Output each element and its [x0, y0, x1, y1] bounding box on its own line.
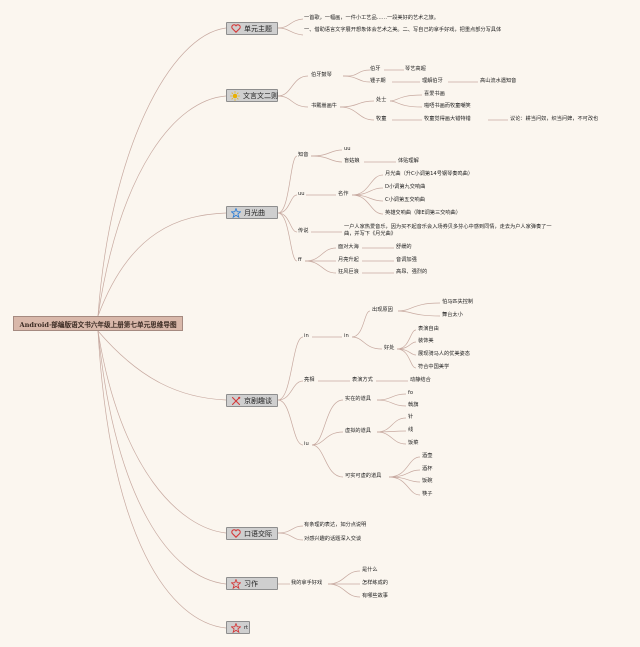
- heart-icon: [230, 529, 241, 539]
- topic-classical-texts[interactable]: 文言文二则: [226, 89, 278, 102]
- node-chuanshuo-text[interactable]: 一户人家热爱音乐，因为买不起音乐会入场券贝多芬心中感到同情，走去为户人家弹奏了一…: [344, 224, 552, 237]
- node-in[interactable]: in: [304, 333, 309, 339]
- node-kx4[interactable]: 筷子: [422, 491, 433, 497]
- topic-peking-opera[interactable]: 京剧趣谈: [226, 394, 278, 407]
- node-kexu[interactable]: 可实可虚的道具: [345, 473, 382, 479]
- node-zhiyin-a[interactable]: uu: [344, 146, 351, 152]
- node-mq2[interactable]: D小调第九交响曲: [385, 184, 426, 190]
- node-xn3[interactable]: 饭菜: [408, 440, 419, 446]
- topic-moonlight-sonata[interactable]: 月光曲: [226, 206, 278, 219]
- node-zhiyin-b[interactable]: 盲姑娘: [344, 158, 360, 164]
- node-zhiyin-b1[interactable]: 体贴理解: [398, 158, 419, 164]
- node-w3[interactable]: 有哪些故事: [362, 593, 388, 599]
- topic-label: 口语交际: [244, 529, 272, 538]
- node-w2[interactable]: 怎样练成的: [362, 580, 388, 586]
- topic-label: 京剧趣谈: [244, 396, 272, 405]
- node-chuanshuo[interactable]: 传说: [298, 228, 309, 234]
- node-uu[interactable]: uu: [298, 191, 305, 197]
- node-ff3[interactable]: 狂风巨浪: [338, 269, 359, 275]
- node-shu-c2[interactable]: 牧童: [376, 116, 387, 122]
- node-cx1[interactable]: 怕马匹失控制: [442, 299, 474, 305]
- node-shu[interactable]: 书戴嵩画牛: [311, 103, 337, 109]
- topic-label: 习作: [244, 579, 258, 588]
- star-icon: [230, 622, 241, 633]
- node-xn2[interactable]: 线: [408, 427, 414, 433]
- sun-icon: [230, 90, 240, 101]
- heart-icon: [230, 24, 241, 34]
- node-shu-c1a[interactable]: 喜爱书画: [424, 91, 445, 97]
- topic-label: rt: [244, 624, 249, 631]
- node-boya[interactable]: 伯牙鼓琴: [311, 72, 332, 78]
- topic-writing[interactable]: 习作: [226, 577, 278, 590]
- node-w1[interactable]: 是什么: [362, 567, 378, 573]
- node-mq1[interactable]: 月光曲（升C小调第14号钢琴奏鸣曲）: [385, 171, 474, 177]
- node-zhiyin[interactable]: 知音: [298, 152, 309, 158]
- node-ff2[interactable]: 月亮升起: [338, 257, 359, 263]
- node-liangxiang[interactable]: 亮相: [304, 377, 315, 383]
- topic-label: 文言文二则: [243, 91, 278, 100]
- node-mq4[interactable]: 英雄交响曲（降E调第三交响曲）: [385, 210, 461, 216]
- node-kx3[interactable]: 饭碗: [422, 478, 433, 484]
- topic-label: 单元主题: [244, 24, 272, 33]
- node-haochu[interactable]: 好处: [384, 345, 395, 351]
- node-shu-c1b[interactable]: 啪唔书画而牧童嘲笑: [424, 103, 471, 109]
- root-node[interactable]: Android·部编版语文书六年级上册第七单元思维导图: [13, 316, 183, 331]
- node-hc2[interactable]: 装饰美: [418, 338, 434, 344]
- tools-icon: [230, 396, 241, 406]
- topic-unit-theme[interactable]: 单元主题: [226, 22, 278, 35]
- node-boya-c2a[interactable]: 理解伯牙: [422, 78, 443, 84]
- node-shu-c2b[interactable]: 议论：耕当问奴，织当问婢，不可改也: [510, 116, 599, 122]
- node-boya-c2[interactable]: 锺子期: [370, 78, 386, 84]
- node-hc1[interactable]: 表演自由: [418, 326, 439, 332]
- node-shu-c1[interactable]: 处士: [376, 97, 387, 103]
- node-writing-main[interactable]: 我的拿手好戏: [291, 580, 323, 586]
- star-icon: [230, 207, 241, 218]
- node-ff1a[interactable]: 舒缓的: [396, 244, 412, 250]
- node-kx1[interactable]: 酒壶: [422, 453, 433, 459]
- node-boya-c1[interactable]: 伯牙: [370, 66, 381, 72]
- node-boya-c2b[interactable]: 高山流水遇知音: [480, 78, 517, 84]
- node-xuni[interactable]: 虚拟的道具: [345, 428, 371, 434]
- oral-line-2[interactable]: 对感兴趣的话题深入交谈: [304, 536, 362, 542]
- node-mingqu[interactable]: 名作: [338, 191, 349, 197]
- node-ff1[interactable]: 面对大海: [338, 244, 359, 250]
- unit-theme-line-1: 一首歌，一幅画，一件小工艺品……一段美好的艺术之旅。: [304, 15, 439, 21]
- node-ff[interactable]: ff: [298, 257, 302, 263]
- node-ff3a[interactable]: 高昂、强烈的: [396, 269, 428, 275]
- unit-theme-line-2: 一、借助语言文字展开想象体会艺术之美。二、写自己的拿手好戏，把重点部分写具体: [304, 27, 502, 33]
- node-sz1[interactable]: fo: [408, 390, 414, 396]
- node-ff2a[interactable]: 音调加强: [396, 257, 417, 263]
- star-icon: [230, 578, 241, 589]
- node-dongjing[interactable]: 动静结合: [410, 377, 431, 383]
- node-xn1[interactable]: 针: [408, 414, 414, 420]
- topic-oral-communication[interactable]: 口语交际: [226, 527, 278, 540]
- node-biaoyan[interactable]: 表演方式: [352, 377, 373, 383]
- oral-line-1[interactable]: 有条理的表达，如分点说明: [304, 522, 367, 528]
- node-mq3[interactable]: C小调第五交响曲: [385, 197, 425, 203]
- topic-extra[interactable]: rt: [226, 621, 250, 634]
- node-cx2[interactable]: 舞台太小: [442, 312, 463, 318]
- node-in2[interactable]: in: [344, 333, 349, 339]
- node-chuxian[interactable]: 出现原因: [372, 307, 393, 313]
- node-hc3[interactable]: 展现骑马人的优美姿态: [418, 351, 470, 357]
- node-shu-c2a[interactable]: 牧童觉得画大错特错: [424, 116, 471, 122]
- node-sz2[interactable]: 戟旗: [408, 402, 419, 408]
- node-kx2[interactable]: 酒杯: [422, 466, 433, 472]
- node-shizai[interactable]: 实在的道具: [345, 396, 371, 402]
- node-boya-c1a[interactable]: 琴艺高超: [405, 66, 426, 72]
- node-hc4[interactable]: 符合中国美学: [418, 364, 450, 370]
- topic-label: 月光曲: [244, 208, 265, 217]
- node-iu[interactable]: iu: [304, 441, 309, 447]
